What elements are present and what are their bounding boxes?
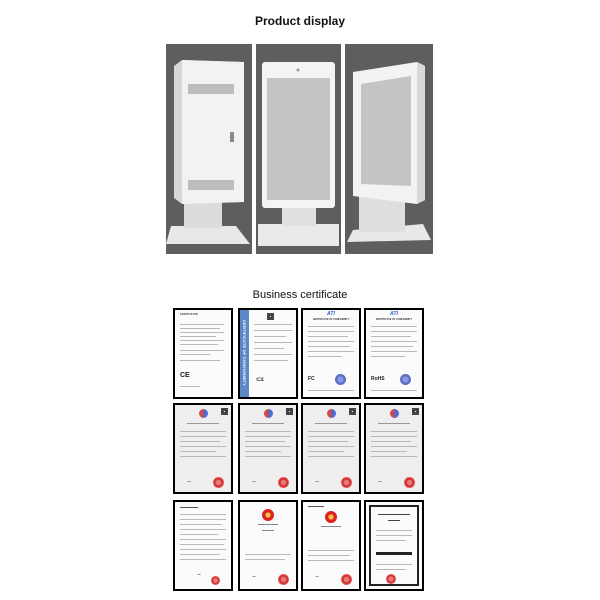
signature-mark: ~ bbox=[197, 572, 202, 578]
patent-certificate-thumbnail[interactable]: ~ bbox=[364, 403, 424, 494]
certificate-thumbnail[interactable]: ~ bbox=[238, 500, 298, 591]
conformity-band-text: CERTIFICATE OF CONFORMITY bbox=[242, 320, 247, 386]
signature-mark: ~ bbox=[252, 574, 257, 580]
patent-certificate-thumbnail[interactable]: ~ bbox=[238, 403, 298, 494]
patent-certificate-thumbnail[interactable]: ~ bbox=[173, 403, 233, 494]
signature-mark: ~ bbox=[315, 479, 320, 485]
certificate-thumbnail[interactable]: ATI CERTIFICATE OF CONFORMITY RoHS bbox=[364, 308, 424, 399]
fcc-mark: FC bbox=[308, 376, 315, 382]
ce-mark-small-icon: ⊂ε bbox=[256, 377, 264, 383]
rohs-mark: RoHS bbox=[371, 376, 385, 382]
certificate-thumbnail[interactable]: CERTIFICATE CE bbox=[173, 308, 233, 399]
national-emblem-icon bbox=[325, 511, 337, 523]
certificate-thumbnail[interactable]: ~ bbox=[301, 500, 361, 591]
signature-mark: ~ bbox=[252, 479, 257, 485]
certificate-thumbnail[interactable]: ATI CERTIFICATE OF CONFORMITY FC bbox=[301, 308, 361, 399]
product-photo-front bbox=[256, 44, 341, 254]
patent-certificate-thumbnail[interactable]: ~ bbox=[301, 403, 361, 494]
product-display-heading: Product display bbox=[254, 14, 346, 28]
award-certificate-thumbnail[interactable] bbox=[364, 500, 424, 591]
ati-brand: ATI bbox=[390, 311, 398, 317]
certificate-thumbnail[interactable]: CERTIFICATE OF CONFORMITY ⊂ε bbox=[238, 308, 298, 399]
certificate-title: CERTIFICATE OF CONFORMITY bbox=[312, 318, 350, 321]
kiosk-front-view-image bbox=[258, 62, 339, 246]
national-emblem-icon bbox=[262, 509, 274, 521]
certificate-thumbnail[interactable]: ~ bbox=[173, 500, 233, 591]
ce-mark: CE bbox=[180, 372, 190, 379]
kiosk-right-view-image bbox=[347, 62, 431, 242]
business-certificate-heading: Business certificate bbox=[252, 289, 348, 301]
product-photo-left-angle bbox=[166, 44, 252, 254]
kiosk-left-view-image bbox=[166, 60, 250, 244]
signature-mark: ~ bbox=[187, 479, 192, 485]
certificate-title: CERTIFICATE bbox=[180, 313, 199, 316]
product-photo-right-angle bbox=[345, 44, 433, 254]
ati-brand: ATI bbox=[327, 311, 335, 317]
signature-mark: ~ bbox=[378, 479, 383, 485]
signature-mark: ~ bbox=[315, 574, 320, 580]
certificate-title: CERTIFICATE OF CONFORMITY bbox=[375, 318, 413, 321]
